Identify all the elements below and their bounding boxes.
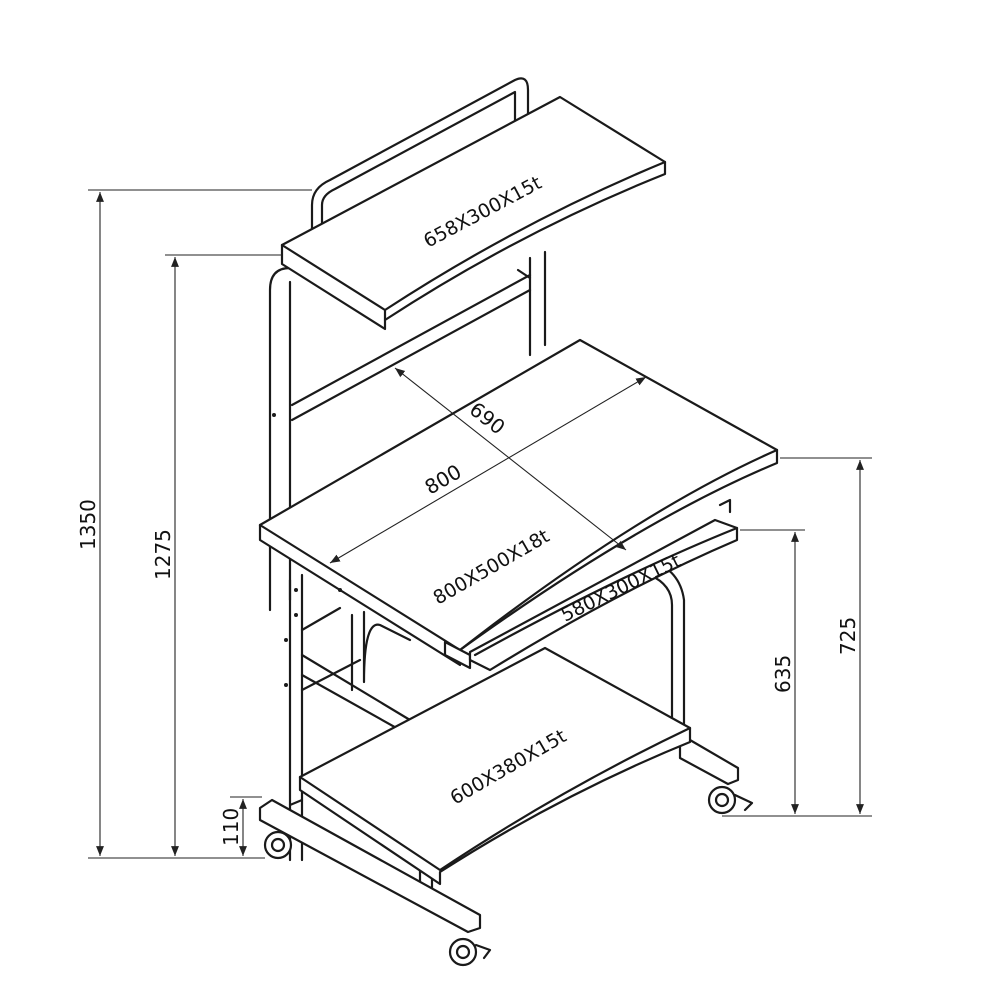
dim-635: 635: [771, 655, 795, 693]
dim-110: 110: [219, 808, 243, 846]
dimension-lines: [88, 189, 872, 859]
dim-725: 725: [836, 617, 860, 655]
top-shelf: [280, 95, 667, 331]
dim-1350: 1350: [76, 499, 100, 550]
dim-1275: 1275: [151, 529, 175, 580]
bottom-shelf: [298, 646, 692, 886]
caster-wheels: [263, 785, 754, 967]
desk-top: [258, 338, 779, 667]
